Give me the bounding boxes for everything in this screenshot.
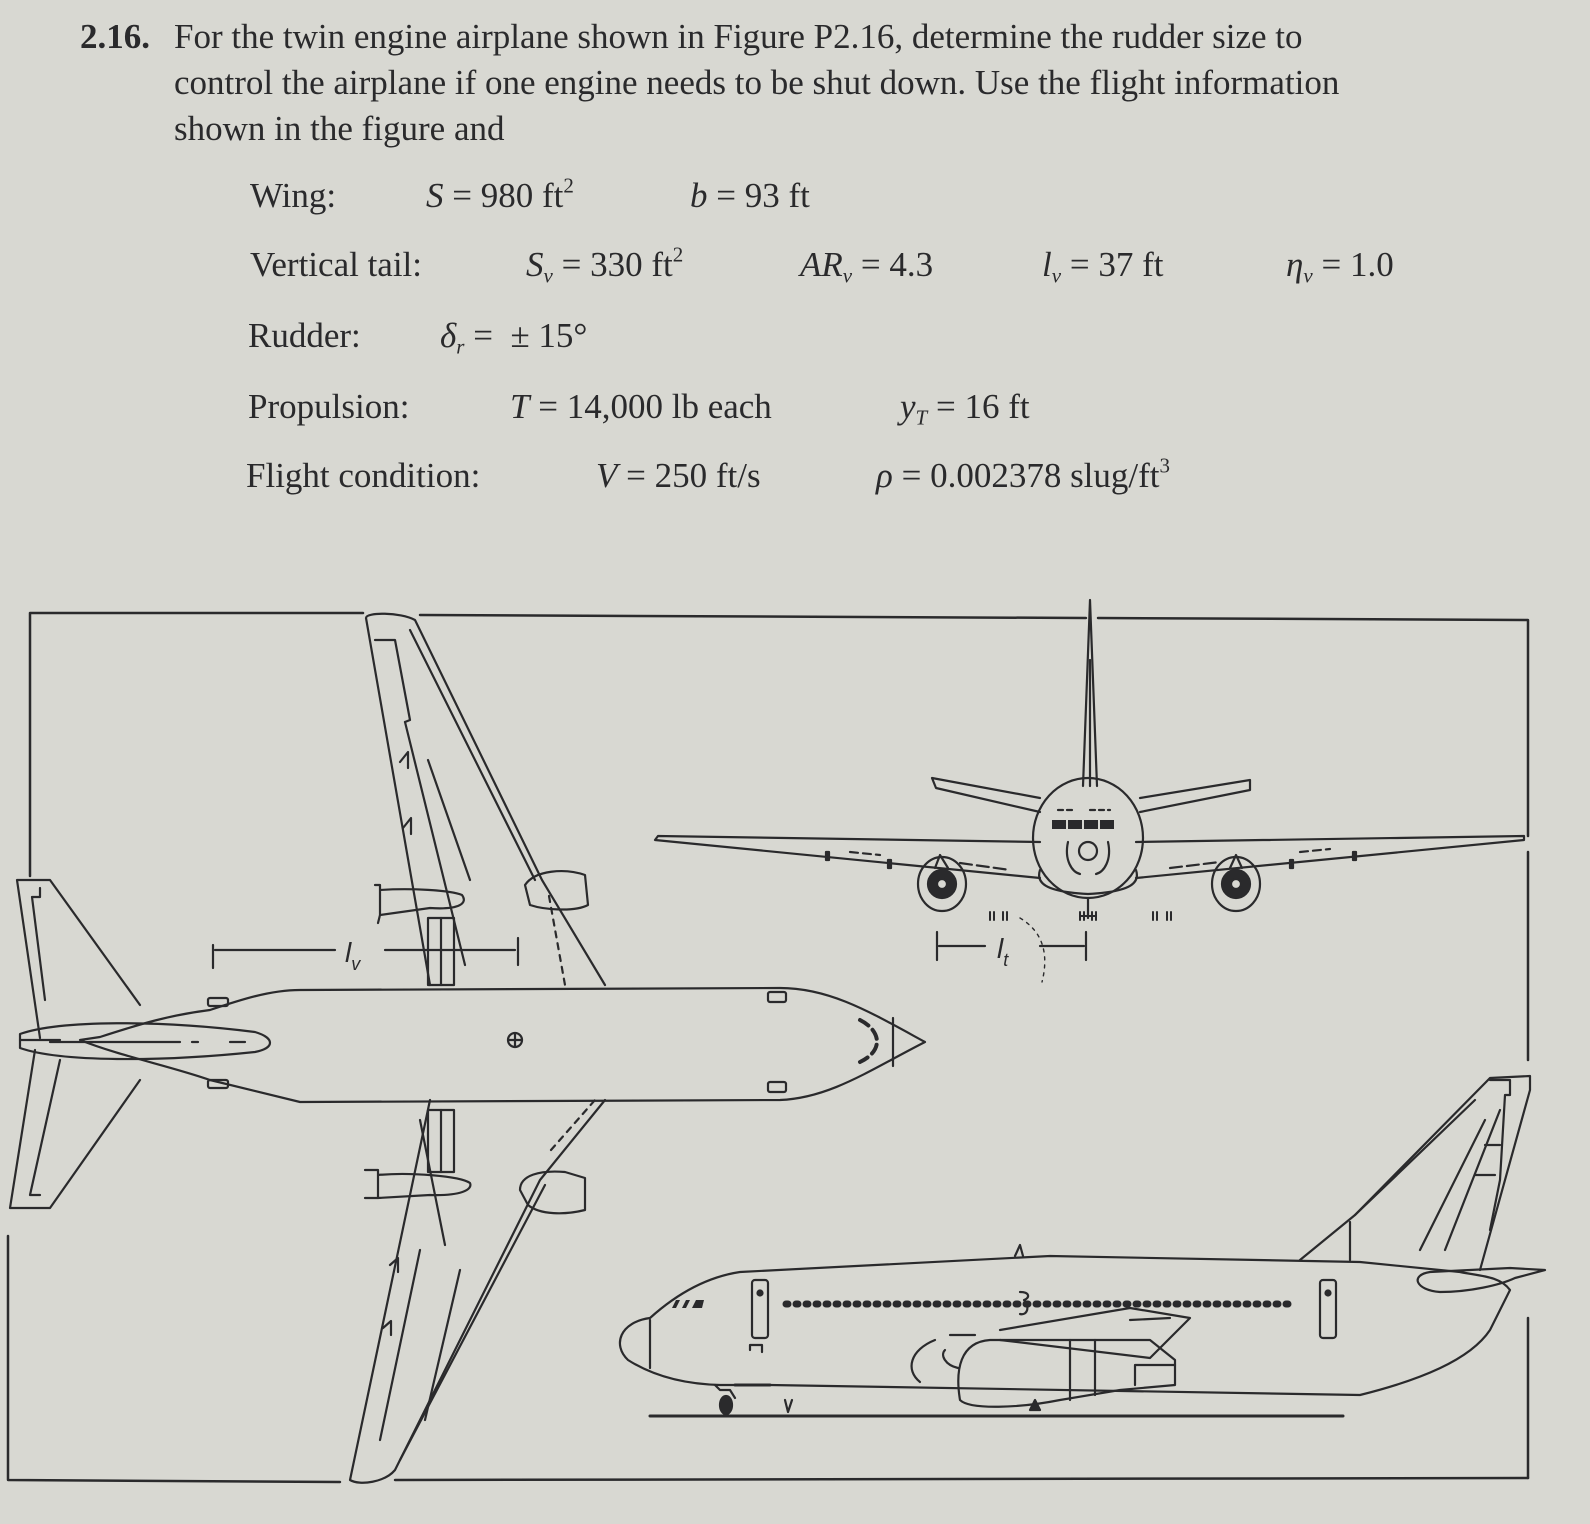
param-lv: lv = 37 ft <box>1042 245 1164 288</box>
param-row-rudder: Rudder: δr = ± 15° <box>248 316 1548 362</box>
param-yT: yT = 16 ft <box>900 387 1030 430</box>
param-b: b = 93 ft <box>690 176 810 215</box>
param-Sv: Sv = 330 ft2 <box>526 242 684 288</box>
top-view-wing-upper <box>364 612 607 987</box>
front-view-wing-right <box>1134 834 1526 880</box>
problem-number: 2.16. <box>80 17 150 56</box>
side-view-engine <box>957 1338 1177 1408</box>
problem-text: For the twin engine airplane shown in Fi… <box>174 14 1520 152</box>
param-T: T = 14,000 lb each <box>510 387 772 426</box>
lv-label: lv <box>345 937 361 974</box>
param-ARv: ARv = 4.3 <box>800 245 934 288</box>
top-view-fuselage <box>78 986 927 1104</box>
param-label: Propulsion: <box>248 387 410 426</box>
problem-line-2: control the airplane if one engine needs… <box>174 63 1340 102</box>
top-view: lv <box>8 612 927 1484</box>
engine-left-icon <box>916 853 968 913</box>
front-view-wing-left <box>653 834 1042 880</box>
param-row-propulsion: Propulsion: T = 14,000 lb each yT = 16 f… <box>248 387 1548 433</box>
figure-frame <box>6 611 1530 1484</box>
param-label: Vertical tail: <box>250 245 423 284</box>
front-view: lt <box>653 598 1526 983</box>
param-V: V = 250 ft/s <box>596 456 761 495</box>
param-S: S = 980 ft2 <box>426 173 574 215</box>
param-rho: ρ = 0.002378 slug/ft3 <box>876 453 1171 495</box>
problem-statement: 2.16. For the twin engine airplane shown… <box>80 14 1520 152</box>
lt-label: lt <box>997 933 1009 970</box>
param-label: Wing: <box>250 176 337 215</box>
problem-line-1: For the twin engine airplane shown in Fi… <box>174 17 1303 56</box>
side-view <box>618 1074 1547 1418</box>
side-view-vertical-tail <box>1298 1074 1532 1272</box>
param-eta-v: ηv = 1.0 <box>1286 245 1394 288</box>
cg-symbol-icon <box>506 1031 524 1049</box>
engine-right-icon <box>1210 853 1262 913</box>
param-row-vertical-tail: Vertical tail: Sv = 330 ft2 ARv = 4.3 lv… <box>250 242 1550 291</box>
lt-dimension: lt <box>935 917 1088 983</box>
lv-dimension: lv <box>211 936 520 974</box>
param-row-wing: Wing: S = 980 ft2 b = 93 ft <box>250 173 1550 222</box>
front-view-fuselage <box>1031 776 1145 900</box>
param-label: Rudder: <box>248 316 361 355</box>
param-label: Flight condition: <box>246 456 481 495</box>
problem-line-3: shown in the figure and <box>174 109 505 148</box>
airplane-three-view-figure: lv <box>0 590 1590 1519</box>
top-view-wing-lower <box>348 1098 607 1484</box>
side-view-fuselage <box>618 1254 1512 1397</box>
param-delta-r: δr = ± 15° <box>440 316 588 359</box>
param-row-flight-condition: Flight condition: V = 250 ft/s ρ = 0.002… <box>246 453 1546 502</box>
